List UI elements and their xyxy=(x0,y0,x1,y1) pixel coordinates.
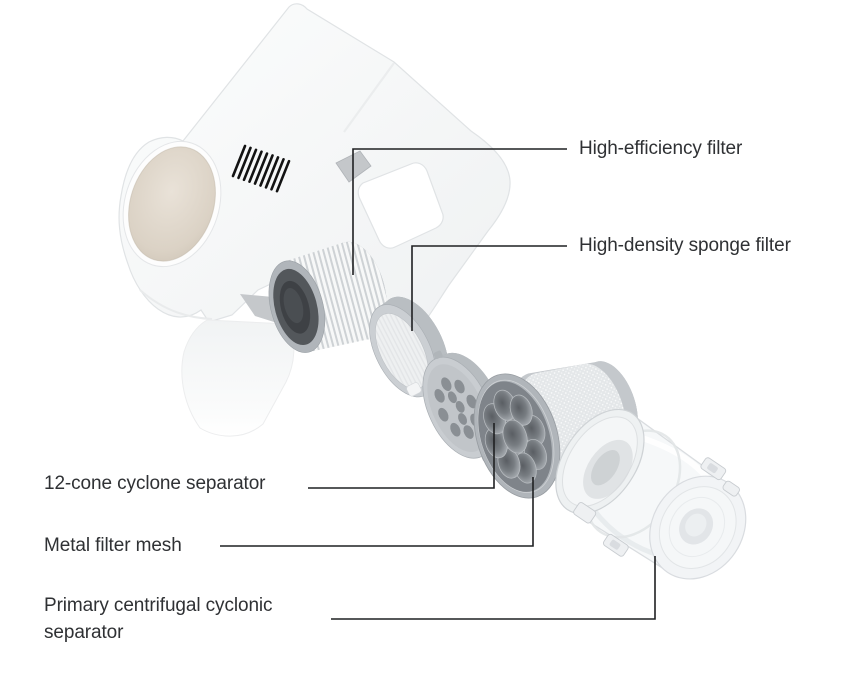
leader-line-high-density-sponge-filter xyxy=(411,245,567,331)
body-crease xyxy=(343,62,395,133)
leader-line-metal-filter-mesh xyxy=(220,477,534,547)
exhaust-vents xyxy=(231,144,291,193)
leader-line-high-efficiency-filter xyxy=(352,148,567,275)
leader-line-primary-cyclonic-separator xyxy=(331,556,656,620)
label-primary-cyclonic-line1: Primary centrifugal cyclonic xyxy=(44,595,273,616)
label-high-density-sponge-filter: High-density sponge filter xyxy=(579,235,791,256)
label-primary-cyclonic-line2: separator xyxy=(44,622,124,643)
dust-cup-part xyxy=(555,408,747,580)
hepa-filter-part xyxy=(268,241,387,353)
cyclone-cones xyxy=(483,389,548,484)
leader-line-cone-cyclone-separator xyxy=(308,423,495,489)
label-metal-filter-mesh: Metal filter mesh xyxy=(44,535,182,556)
label-cone-cyclone-separator: 12-cone cyclone separator xyxy=(44,473,266,494)
filter-port-opening xyxy=(122,140,222,268)
label-high-efficiency-filter: High-efficiency filter xyxy=(579,138,743,159)
sponge-notch xyxy=(406,382,422,397)
label-primary-cyclonic-separator: Primary centrifugal cyclonic separator xyxy=(44,592,273,646)
nose-shading xyxy=(139,289,213,320)
